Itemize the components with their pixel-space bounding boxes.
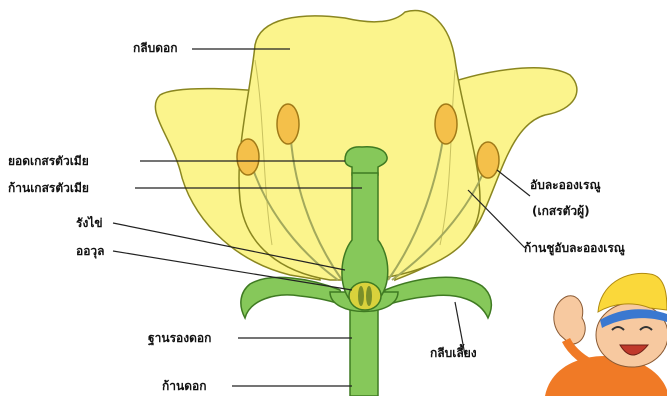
label-sepal: กลีบเลี้ยง [430, 346, 477, 360]
label-style: ก้านเกสรตัวเมีย [8, 181, 89, 195]
pedicel [350, 300, 378, 396]
label-receptacle: ฐานรองดอก [148, 331, 211, 345]
anther [435, 104, 457, 144]
ovary-chamber [349, 282, 381, 310]
anther [477, 142, 499, 178]
anther [277, 104, 299, 144]
sepal-right [383, 277, 491, 318]
label-pedicel: ก้านดอก [162, 379, 206, 393]
anther [237, 139, 259, 175]
sepal-left [241, 277, 345, 318]
label-stigma: ยอดเกสรตัวเมีย [8, 154, 89, 168]
label-petal: กลีบดอก [133, 41, 178, 55]
ovule [366, 286, 372, 306]
label-anther-sub: (เกสรตัวผู้) [532, 204, 590, 218]
label-filament: ก้านชูอับละอองเรณู [524, 241, 625, 255]
cartoon-boy-mascot-icon [545, 273, 667, 396]
label-ovary: รังไข่ [76, 216, 103, 230]
label-ovule: ออวุล [76, 244, 105, 258]
label-anther: อับละอองเรณู [530, 178, 601, 192]
ovule [358, 286, 364, 306]
leader-anther [497, 170, 530, 196]
